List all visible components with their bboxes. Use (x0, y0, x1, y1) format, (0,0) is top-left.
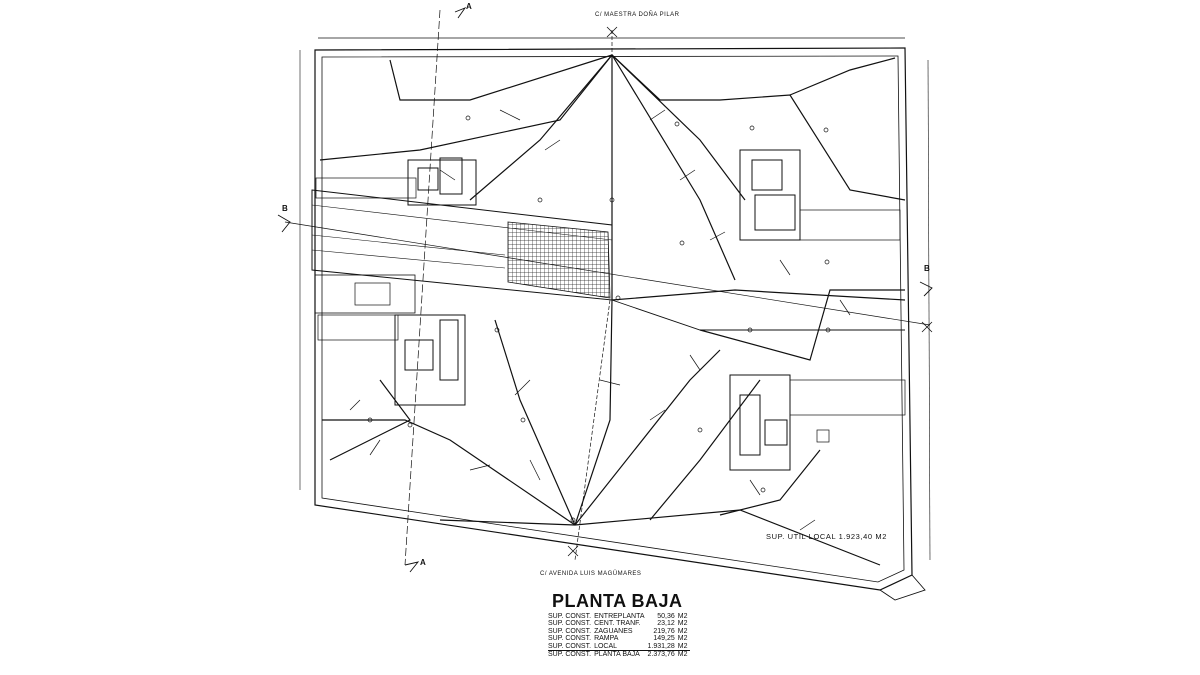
core-top-left (315, 157, 477, 206)
area-value: 50,36 (657, 613, 675, 620)
area-unit: M2 (677, 635, 688, 643)
street-label-bottom: C/ AVENIDA LUIS MAGÜMARES (540, 571, 642, 577)
area-row: SUP. CONST. ZAGUANES 219,76 M2 (548, 628, 690, 635)
section-letter-b-left: B (282, 204, 288, 213)
area-label: SUP. CONST. (548, 635, 592, 643)
section-line-a (404, 9, 441, 566)
street-label-top: C/ MAESTRA DOÑA PILAR (595, 12, 680, 18)
area-value: 149,25 (653, 635, 675, 643)
area-row: SUP. CONST. ENTREPLANTA 50,36 M2 (548, 613, 690, 620)
area-unit: M2 (677, 627, 688, 635)
area-unit: M2 (677, 642, 688, 650)
area-total-row: SUP. CONST. PLANTA BAJA 2.373,76 M2 (548, 650, 691, 659)
area-item: LOCAL (594, 642, 618, 650)
inner-wall (321, 55, 905, 583)
plan-title: PLANTA BAJA (552, 591, 683, 611)
area-value: 1.931,28 (647, 642, 675, 650)
area-label: SUP. CONST. (548, 613, 592, 620)
area-item: ENTREPLANTA (594, 613, 645, 620)
area-unit: M2 (677, 613, 688, 620)
hatched-area (507, 221, 611, 299)
core-top-right (739, 149, 901, 241)
section-letter-a-bottom: A (420, 558, 426, 567)
area-label: SUP. CONST. (548, 627, 592, 635)
area-label: SUP. CONST. (548, 650, 595, 659)
area-unit: M2 (677, 650, 691, 659)
area-table: SUP. CONST. ENTREPLANTA 50,36 M2 SUP. CO… (548, 613, 691, 659)
section-letter-b-right: B (924, 264, 930, 273)
area-row: SUP. CONST. RAMPA 149,25 M2 (548, 635, 690, 642)
area-value: 219,76 (653, 627, 675, 635)
core-mid-left (314, 274, 466, 406)
area-unit: M2 (677, 620, 688, 628)
area-row: SUP. CONST. LOCAL 1.931,28 M2 (548, 643, 690, 651)
section-letter-a-top: A (466, 2, 472, 11)
area-item: CENT. TRANF. (594, 620, 641, 628)
area-label: SUP. CONST. (548, 642, 592, 650)
area-item: ZAGUANES (594, 627, 633, 635)
area-item: PLANTA BAJA (594, 650, 648, 659)
area-value: 2.373,76 (647, 650, 678, 659)
area-label: SUP. CONST. (548, 620, 592, 628)
util-area-label: SUP. UTIL LOCAL 1.923,40 M2 (766, 532, 887, 541)
area-row: SUP. CONST. CENT. TRANF. 23,12 M2 (548, 620, 690, 627)
area-value: 23,12 (657, 620, 675, 628)
site-boundary (314, 47, 913, 591)
area-item: RAMPA (594, 635, 619, 643)
core-bottom-right (729, 374, 906, 471)
